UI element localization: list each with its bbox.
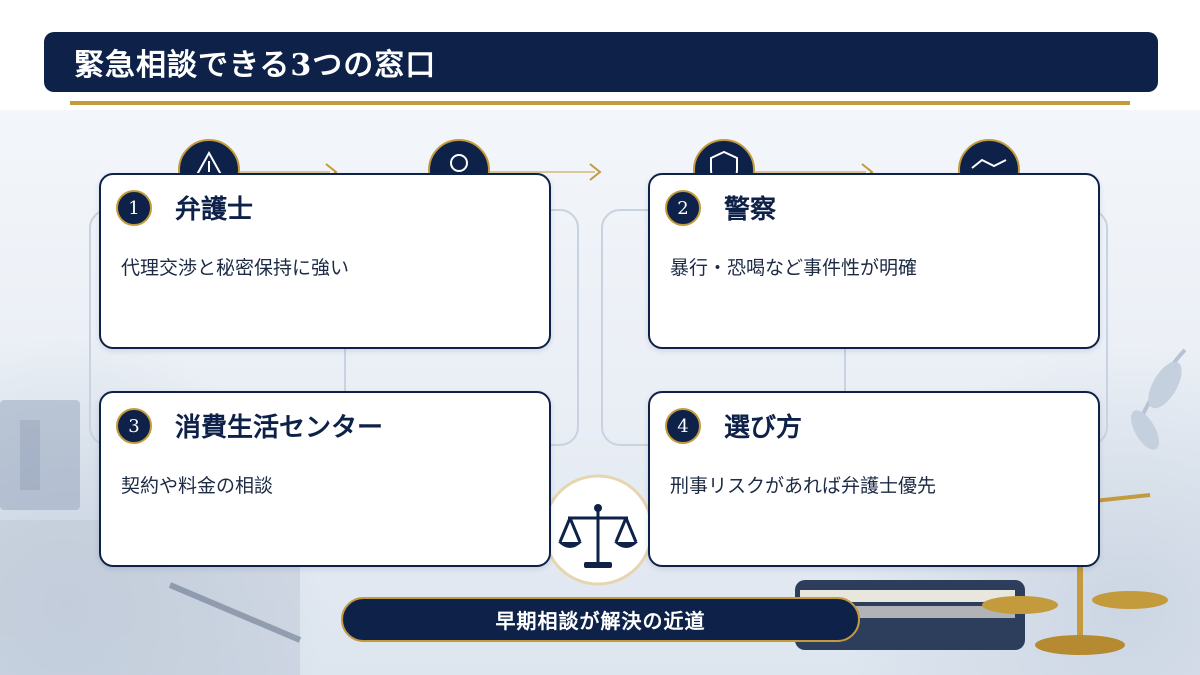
card-description: 代理交渉と秘密保持に強い [121,257,350,279]
title-bar: 緊急相談できる3つの窓口 [44,32,1158,92]
card-title: 選び方 [724,413,803,443]
card-number-badge: 2 [665,190,701,226]
card-title: 消費生活センター [175,413,384,443]
card-description: 刑事リスクがあれば弁護士優先 [670,475,937,497]
card-number-badge: 4 [665,408,701,444]
card-title: 警察 [724,195,777,225]
card-description: 暴行・恐喝など事件性が明確 [670,257,918,279]
card-how-to-choose: 4 選び方 刑事リスクがあれば弁護士優先 [648,391,1100,567]
title-underline [70,101,1130,105]
card-police: 2 警察 暴行・恐喝など事件性が明確 [648,173,1100,349]
bottom-banner: 早期相談が解決の近道 [341,597,860,642]
card-description: 契約や料金の相談 [121,475,274,497]
card-lawyer: 1 弁護士 代理交渉と秘密保持に強い [99,173,551,349]
bottom-banner-label: 早期相談が解決の近道 [495,609,706,633]
page-title: 緊急相談できる3つの窓口 [74,48,437,83]
scales-icon [558,504,638,568]
card-number-badge: 1 [116,190,152,226]
card-title: 弁護士 [175,195,254,225]
card-consumer-center: 3 消費生活センター 契約や料金の相談 [99,391,551,567]
card-number-badge: 3 [116,408,152,444]
